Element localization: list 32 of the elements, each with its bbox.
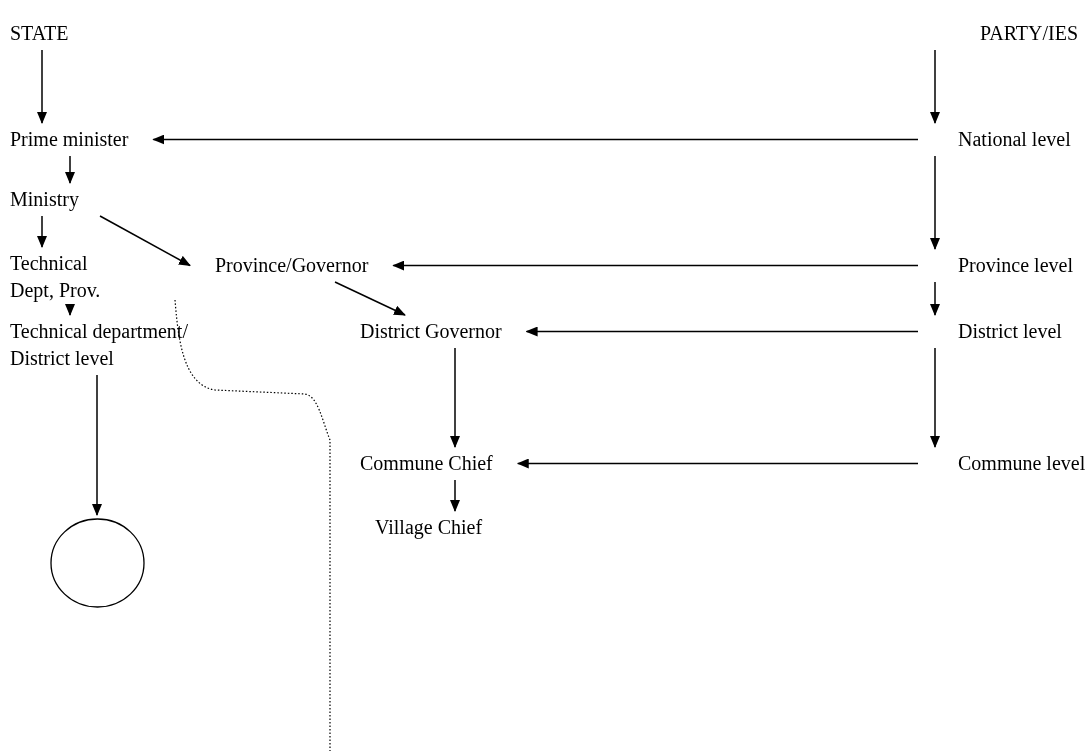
arrow bbox=[450, 347, 460, 448]
arrow bbox=[65, 155, 75, 184]
node-label: National level bbox=[958, 126, 1071, 153]
node-label: Ministry bbox=[10, 186, 79, 213]
arrow bbox=[37, 215, 47, 248]
node-label: Commune level bbox=[958, 450, 1086, 477]
node-label: Village Chief bbox=[375, 514, 483, 541]
node-label: District Governor bbox=[360, 318, 502, 345]
arrow bbox=[930, 155, 940, 250]
arrow bbox=[37, 49, 47, 124]
node-label: Technical Dept, Prov. bbox=[10, 250, 120, 304]
arrow bbox=[516, 458, 919, 469]
arrow bbox=[99, 215, 191, 267]
arrow bbox=[152, 134, 919, 145]
arrow bbox=[334, 281, 406, 316]
node-label: District level bbox=[958, 318, 1062, 345]
node-label: Commune Chief bbox=[360, 450, 493, 477]
arrow bbox=[930, 49, 940, 124]
arrow bbox=[92, 374, 102, 516]
node-label: Prime minister bbox=[10, 126, 129, 153]
node-label: Province/Governor bbox=[215, 252, 369, 279]
arrow bbox=[392, 260, 919, 271]
node-label: Province level bbox=[958, 252, 1073, 279]
arrow bbox=[930, 347, 940, 448]
arrow bbox=[930, 281, 940, 316]
node-label: PARTY/IES bbox=[980, 20, 1079, 47]
arrow bbox=[450, 479, 460, 512]
arrow bbox=[525, 326, 919, 337]
arrow bbox=[65, 304, 75, 316]
node-label: Technical department/ District level bbox=[10, 318, 210, 372]
empty-circle bbox=[50, 518, 145, 608]
node-label: STATE bbox=[10, 20, 69, 47]
